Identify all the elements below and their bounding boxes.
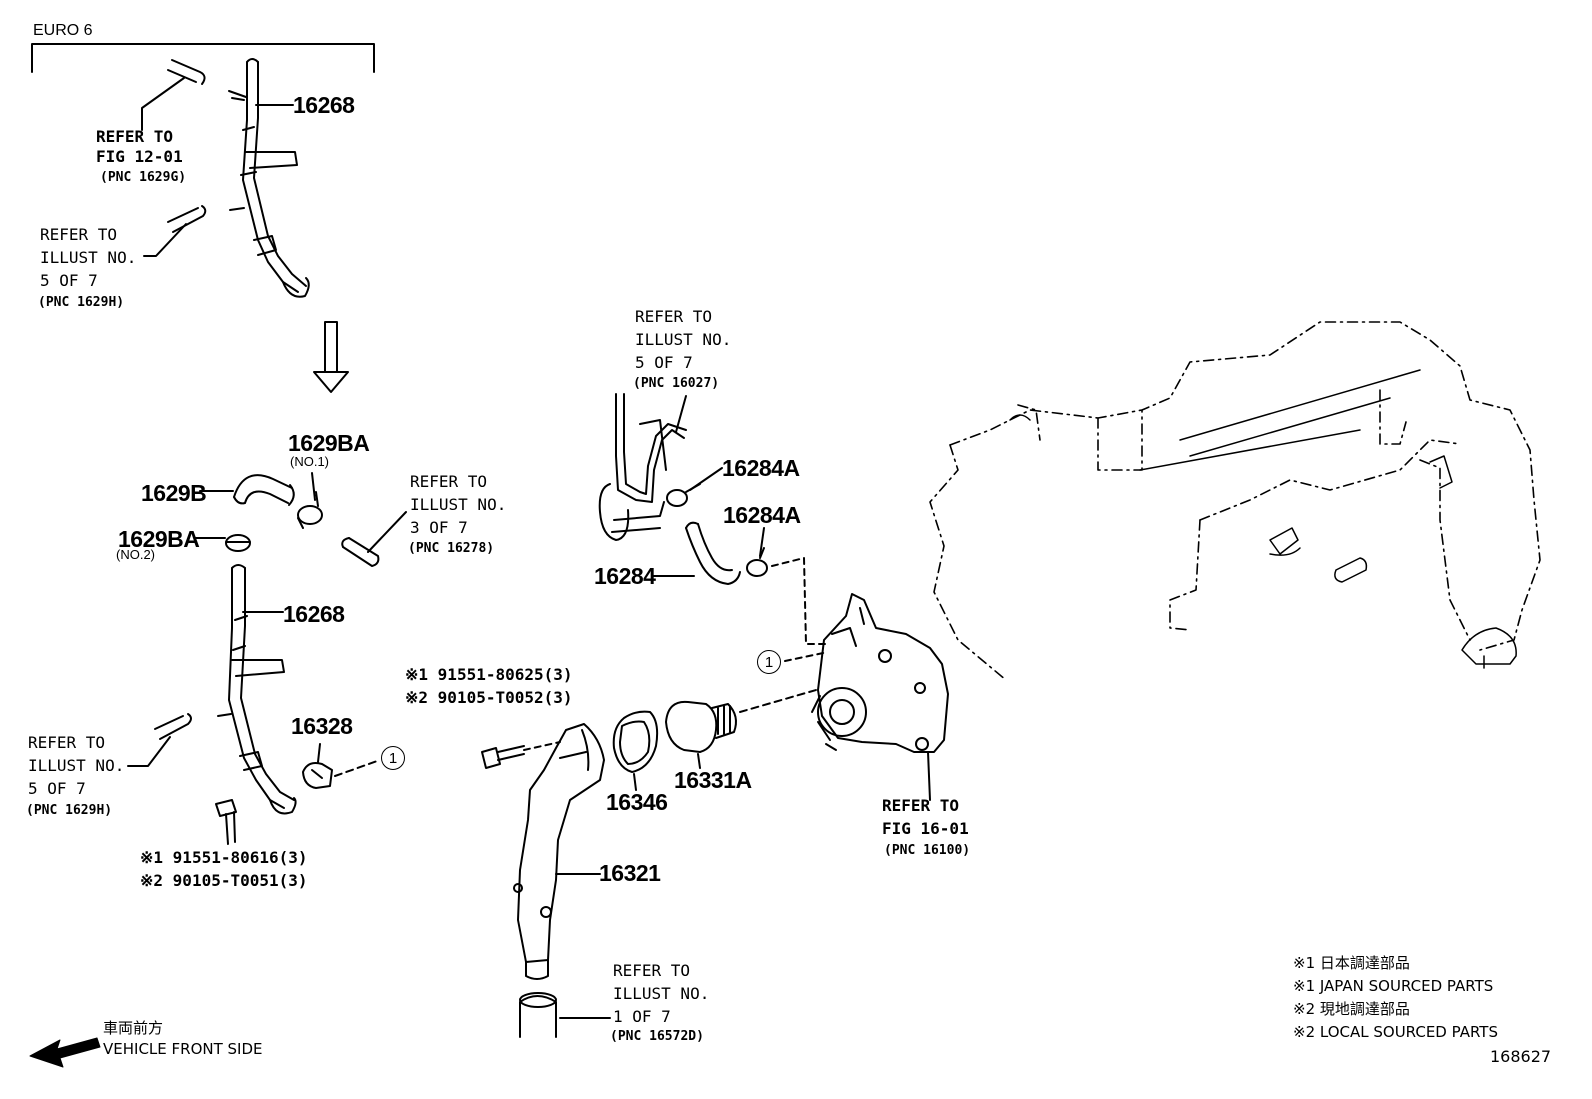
legend-line: ※2 現地調達部品 <box>1293 1000 1410 1018</box>
legend-line: ※1 JAPAN SOURCED PARTS <box>1293 977 1494 995</box>
dash-thermostat-to-pump <box>739 689 817 713</box>
part-number-16284a-1: 16284A <box>722 455 800 481</box>
bolt-b-local-part: ※2 90105-T0052(3) <box>405 688 573 707</box>
ref-line: REFER TO <box>40 225 118 244</box>
part-number-16268-top: 16268 <box>293 92 355 118</box>
ref-line: ILLUST NO. <box>635 330 732 349</box>
ref-pnc: (PNC 16572D) <box>610 1029 704 1044</box>
bolt-b-jp-part: ※1 91551-80625(3) <box>405 665 573 684</box>
vehicle-front-jp: 車両前方 <box>103 1019 164 1037</box>
vehicle-front-arrow-drawing <box>29 1037 101 1068</box>
leader-ref-16027 <box>675 395 687 433</box>
ref-line: 5 OF 7 <box>635 353 693 372</box>
part-number-1629ba-no1-sub: (NO.1) <box>290 454 329 469</box>
ref-line: ILLUST NO. <box>410 495 507 514</box>
ref-pnc: (PNC 1629H) <box>38 295 125 310</box>
dash-callout-right <box>784 651 829 662</box>
ref-line: FIG 16-01 <box>882 819 969 838</box>
pipe-16321-drawing <box>513 723 605 980</box>
hose-1629b-drawing <box>233 474 295 506</box>
ref-line: REFER TO <box>635 307 713 326</box>
ref-line: REFER TO <box>96 127 174 146</box>
gasket-16346-drawing <box>612 710 659 773</box>
engine-outline-drawing <box>929 321 1541 681</box>
part-number-1629ba-no2-sub: (NO.2) <box>116 547 155 562</box>
legend-line: ※1 日本調達部品 <box>1293 954 1410 972</box>
ref-pnc: (PNC 16278) <box>408 541 495 556</box>
leader-ref-3of7 <box>367 511 407 553</box>
ref-line: 5 OF 7 <box>40 271 98 290</box>
ref-line: ILLUST NO. <box>40 248 137 267</box>
illustration-number: 168627 <box>1490 1047 1552 1066</box>
part-number-16331a: 16331A <box>674 767 752 793</box>
clamp-1629ba-no2-drawing <box>225 534 251 552</box>
ref-line: 1 OF 7 <box>613 1007 671 1026</box>
legend-line: ※2 LOCAL SOURCED PARTS <box>1293 1023 1498 1041</box>
ref-pnc: (PNC 1629H) <box>26 803 113 818</box>
water-pump-drawing <box>811 593 949 801</box>
ref-line: 3 OF 7 <box>410 518 468 537</box>
ref-line: REFER TO <box>882 796 960 815</box>
part-number-16346: 16346 <box>606 789 668 815</box>
dash-bolt-to-pipe <box>523 741 561 751</box>
ref-pnc: (PNC 16027) <box>633 376 720 391</box>
dash-16328-to-callout <box>334 759 381 777</box>
bolt-b-drawing <box>481 745 525 769</box>
leader-ref-5of7-bottom <box>127 736 171 767</box>
thermostat-16331a-drawing <box>665 700 737 753</box>
hose-16284-drawing <box>685 521 741 585</box>
leader-ref-fig-12-01 <box>141 77 185 131</box>
leader-16331a <box>697 753 701 769</box>
euro6-bracket <box>31 43 375 73</box>
hose-16572d-drawing <box>519 992 557 1038</box>
part-number-16284: 16284 <box>594 563 656 589</box>
pipe-16027-drawing <box>598 393 687 541</box>
leader-16346 <box>633 773 637 791</box>
bolt-a-drawing <box>215 799 237 845</box>
bolt-a-jp-part: ※1 91551-80616(3) <box>140 848 308 867</box>
pipe-16268-drawing <box>217 564 297 815</box>
hose-16278-drawing <box>341 537 380 567</box>
callout-1-left: 1 <box>381 746 405 770</box>
variant-label: EURO 6 <box>33 22 93 39</box>
engine-detail-drawing <box>1009 369 1517 669</box>
hose-1629h-bottom-drawing <box>154 713 192 740</box>
callout-1-right: 1 <box>757 650 781 674</box>
ref-pnc: (PNC 16100) <box>884 843 971 858</box>
leader-ref-5of7-top <box>143 223 187 257</box>
ref-line: REFER TO <box>410 472 488 491</box>
ref-line: REFER TO <box>28 733 106 752</box>
part-number-1629b: 1629B <box>141 480 207 506</box>
leader-16284a-2 <box>759 527 765 557</box>
ref-pnc: (PNC 1629G) <box>100 170 187 185</box>
pipe-16268-top-drawing <box>228 58 310 298</box>
clamp-16284a-2-drawing <box>746 547 768 577</box>
dash-clamp-to-pump <box>771 557 829 645</box>
clamp-16328-drawing <box>302 762 333 789</box>
part-number-16321: 16321 <box>599 860 661 886</box>
ref-line: FIG 12-01 <box>96 147 183 166</box>
leader-16328 <box>317 743 321 763</box>
part-number-16328: 16328 <box>291 713 353 739</box>
part-number-1629ba-no2: 1629BA <box>118 526 200 552</box>
clamp-1629ba-no1-drawing <box>297 491 323 529</box>
down-arrow-drawing <box>313 321 349 393</box>
hose-1629h-top-drawing <box>167 205 207 233</box>
leader-1629ba-no1 <box>311 472 316 501</box>
ref-line: REFER TO <box>613 961 691 980</box>
part-number-16268: 16268 <box>283 601 345 627</box>
hose-1629g-drawing <box>167 59 206 85</box>
ref-line: ILLUST NO. <box>28 756 125 775</box>
leader-16284a-1 <box>689 467 723 491</box>
bolt-a-local-part: ※2 90105-T0051(3) <box>140 871 308 890</box>
ref-line: 5 OF 7 <box>28 779 86 798</box>
part-number-1629ba-no1: 1629BA <box>288 430 370 456</box>
vehicle-front-en: VEHICLE FRONT SIDE <box>103 1040 263 1058</box>
ref-line: ILLUST NO. <box>613 984 710 1003</box>
part-number-16284a-2: 16284A <box>723 502 801 528</box>
